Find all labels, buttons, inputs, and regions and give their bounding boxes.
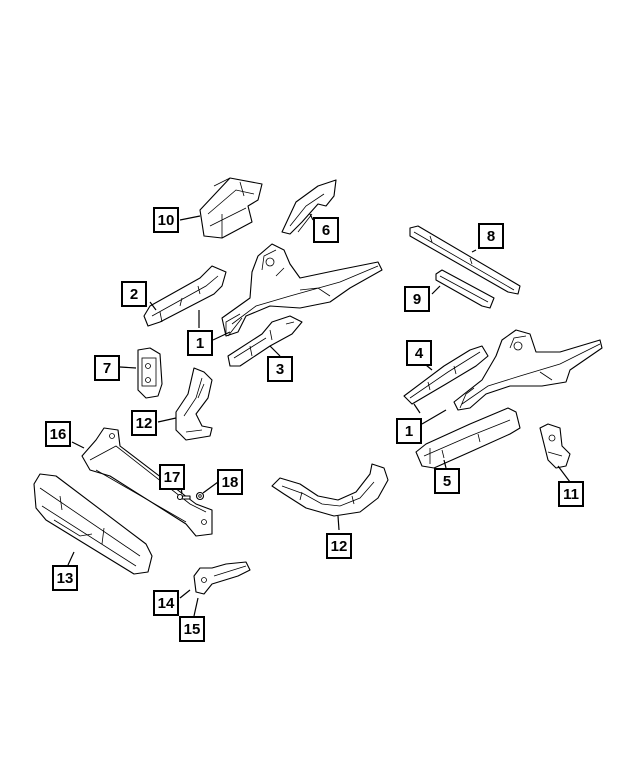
callout-6[interactable]: 6 xyxy=(313,217,339,243)
callout-2[interactable]: 2 xyxy=(121,281,147,307)
callout-1-lower[interactable]: 1 xyxy=(396,418,422,444)
part-10-bracket[interactable] xyxy=(199,177,263,239)
part-9-rail[interactable] xyxy=(435,269,495,309)
part-17-bolt[interactable] xyxy=(176,493,191,501)
part-4-rail[interactable] xyxy=(403,345,489,405)
part-6-panel[interactable] xyxy=(281,179,337,235)
part-1-frame-rail-lower[interactable] xyxy=(453,329,603,411)
callout-12-right[interactable]: 12 xyxy=(326,533,352,559)
part-7-plate[interactable] xyxy=(137,347,163,399)
part-11-bracket[interactable] xyxy=(539,423,571,469)
part-13-bumper[interactable] xyxy=(33,473,153,575)
part-1-frame-rail-upper[interactable] xyxy=(221,243,383,337)
callout-8[interactable]: 8 xyxy=(478,223,504,249)
callout-14[interactable]: 14 xyxy=(153,590,179,616)
callout-10[interactable]: 10 xyxy=(153,207,179,233)
part-14-bracket[interactable] xyxy=(193,561,251,595)
callout-3[interactable]: 3 xyxy=(267,356,293,382)
callout-1-upper[interactable]: 1 xyxy=(187,330,213,356)
callout-11[interactable]: 11 xyxy=(558,481,584,507)
callout-5[interactable]: 5 xyxy=(434,468,460,494)
part-12-brace-left[interactable] xyxy=(175,367,213,441)
part-3-rail[interactable] xyxy=(227,315,303,367)
callout-16[interactable]: 16 xyxy=(45,421,71,447)
part-18-nut[interactable] xyxy=(195,491,205,501)
callout-7[interactable]: 7 xyxy=(94,355,120,381)
callout-13[interactable]: 13 xyxy=(52,565,78,591)
callout-18[interactable]: 18 xyxy=(217,469,243,495)
leader-lines xyxy=(67,213,571,617)
part-2-rail[interactable] xyxy=(143,265,227,327)
callout-17[interactable]: 17 xyxy=(159,464,185,490)
part-8-rail[interactable] xyxy=(409,225,521,295)
callout-15[interactable]: 15 xyxy=(179,616,205,642)
callout-12-left[interactable]: 12 xyxy=(131,410,157,436)
part-12-brace-right[interactable] xyxy=(271,463,389,517)
part-5-rail[interactable] xyxy=(415,407,521,469)
callout-4[interactable]: 4 xyxy=(406,340,432,366)
part-16-bumper-beam[interactable] xyxy=(81,427,213,537)
callout-9[interactable]: 9 xyxy=(404,286,430,312)
